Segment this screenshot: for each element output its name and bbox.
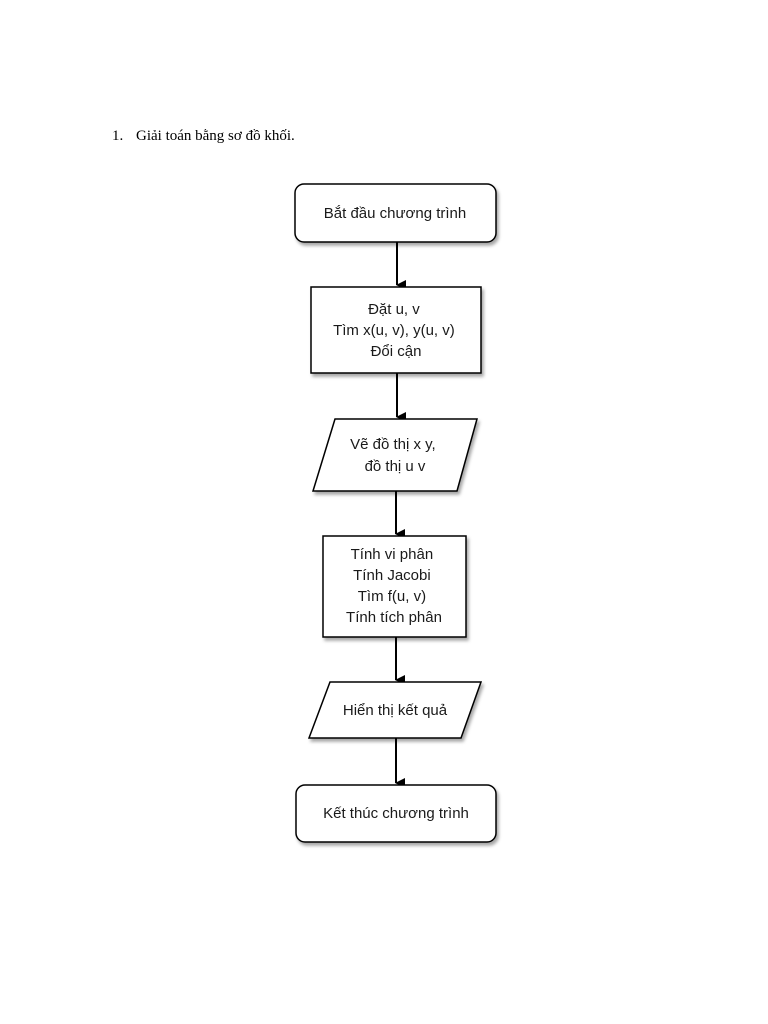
plot-node-line-2: đồ thị u v: [365, 458, 426, 475]
svg-text:Bắt đầu chương trình: Bắt đầu chương trình: [324, 205, 466, 222]
compute-node-line-4: Tính tích phân: [346, 609, 442, 626]
display-node-label: Hiển thị kết quả: [343, 702, 448, 719]
svg-text:Vẽ đồ thị x y, đồ thị u: Vẽ đồ thị x y, đồ thị u v: [350, 436, 440, 475]
substitute-node: Đặt u, v Tìm x(u, v), y(u, v) Đổi cận: [310, 286, 482, 374]
substitute-node-line-1: Đặt u, v: [368, 301, 420, 318]
heading-number: 1.: [112, 128, 124, 144]
compute-node-line-1: Tính vi phân: [351, 546, 434, 563]
end-node: Kết thúc chương trình: [295, 784, 497, 843]
start-node: Bắt đầu chương trình: [294, 183, 497, 243]
substitute-node-line-2: Tìm x(u, v), y(u, v): [333, 322, 455, 339]
start-node-label: Bắt đầu chương trình: [324, 205, 466, 222]
plot-node: Vẽ đồ thị x y, đồ thị u v: [311, 418, 478, 492]
svg-text:Kết thúc chương trình: Kết thúc chương trình: [323, 805, 469, 822]
heading-text: Giải toán bằng sơ đồ khối.: [136, 128, 295, 144]
compute-node: Tính vi phân Tính Jacobi Tìm f(u, v) Tín…: [322, 535, 467, 638]
svg-text:Tính vi phân Tính Jacobi: Tính vi phân Tính Jacobi Tìm f(u, v) Tín…: [346, 546, 442, 626]
svg-text:Hiển thị kết quả: Hiển thị kết quả: [343, 702, 448, 719]
substitute-node-line-3: Đổi cận: [371, 343, 422, 360]
display-node: Hiển thị kết quả: [307, 681, 483, 739]
compute-node-line-2: Tính Jacobi: [353, 567, 431, 584]
section-heading: 1. Giải toán bằng sơ đồ khối.: [112, 128, 295, 145]
compute-node-line-3: Tìm f(u, v): [358, 588, 426, 605]
end-node-label: Kết thúc chương trình: [323, 805, 469, 822]
plot-node-line-1: Vẽ đồ thị x y,: [350, 436, 436, 453]
svg-text:Đặt u, v Tìm x(u, v), y(: Đặt u, v Tìm x(u, v), y(u, v) Đổi cận: [333, 301, 459, 360]
